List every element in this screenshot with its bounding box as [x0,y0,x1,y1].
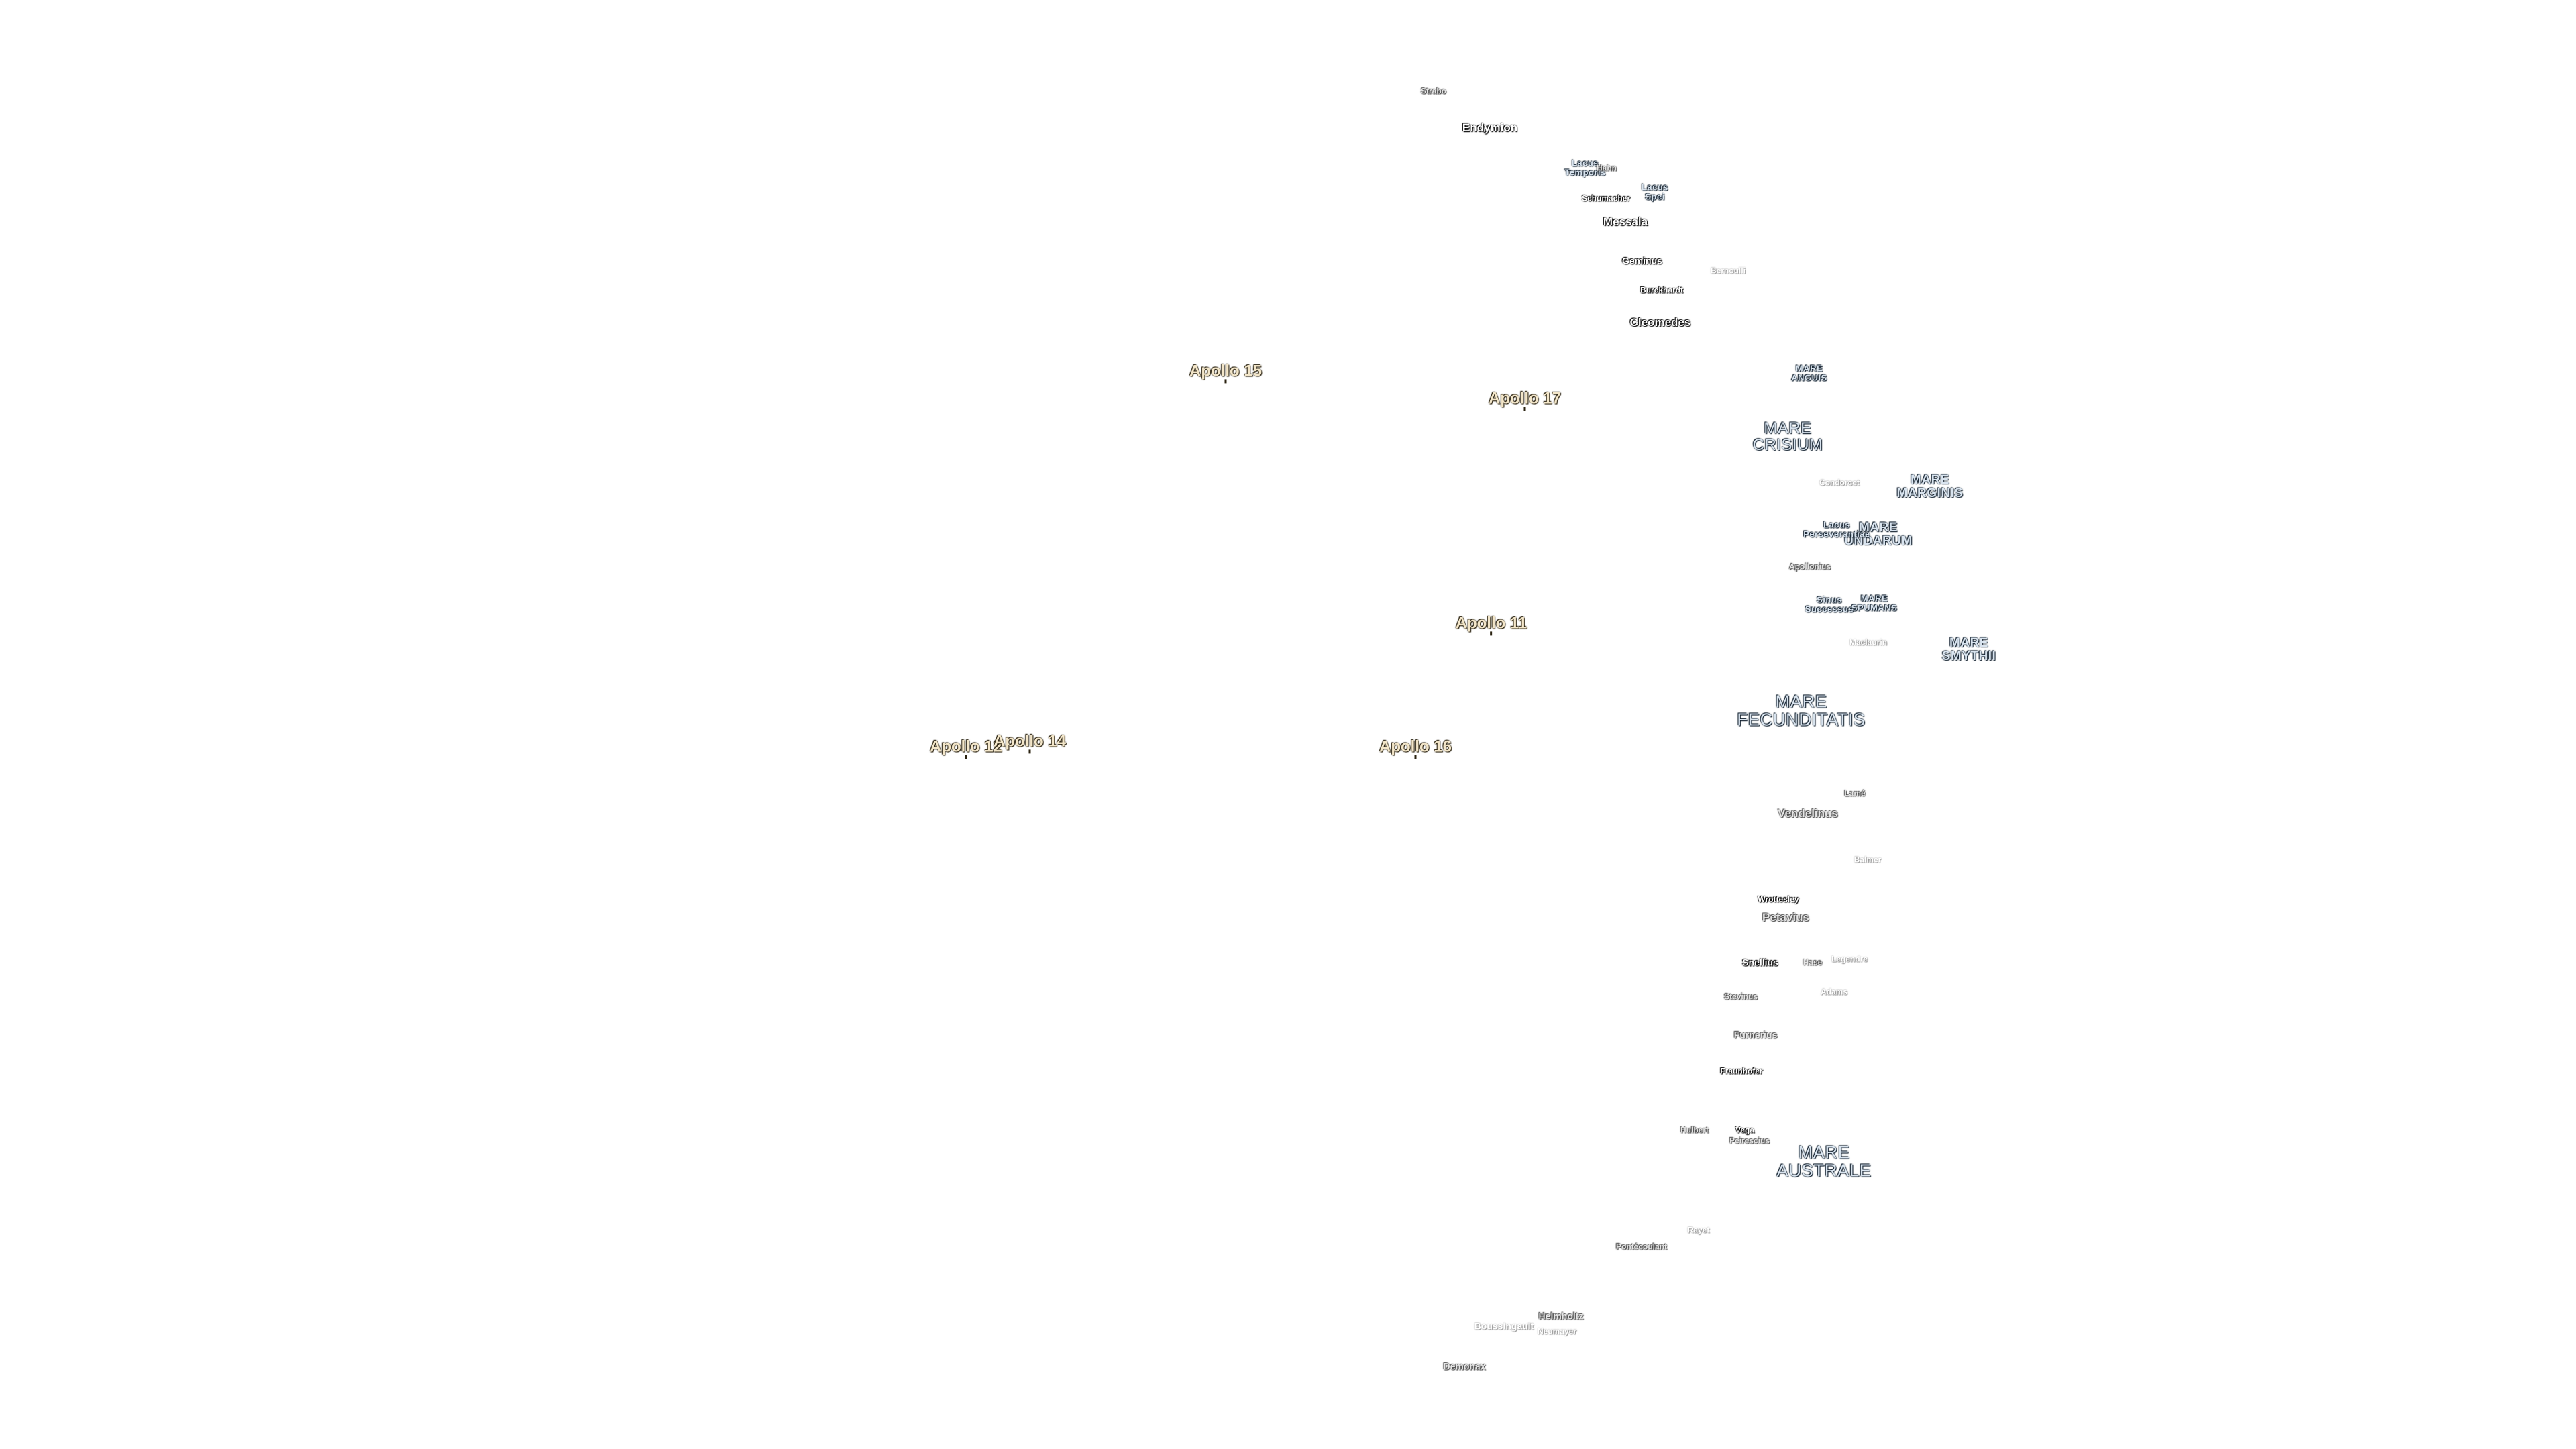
crater-boussingault-label[interactable]: Boussingault [1474,1320,1534,1332]
crater-legendre-label[interactable]: Legendre [1831,954,1868,964]
crater-hahn-label[interactable]: Hahn [1597,163,1617,173]
crater-vega-label[interactable]: Vega [1735,1125,1755,1135]
apollo-15-label[interactable]: Apollo 15 [1189,362,1263,380]
crater-petavius-label[interactable]: Petavius [1762,911,1809,924]
crater-bernoulli-label[interactable]: Bernoulli [1710,266,1746,276]
crater-rayet-label[interactable]: Rayet [1687,1225,1710,1235]
mare-smythii-label[interactable]: MARE SMYTHII [1941,636,1996,663]
sinus-successus-label[interactable]: Sinus Successus [1805,594,1854,614]
crater-lame-label[interactable]: Lamé [1844,788,1866,798]
crater-wrottesley-label[interactable]: Wrottesley [1758,894,1799,904]
mare-fecunditatis-label[interactable]: MARE FECUNDITATIS [1737,691,1866,730]
crater-demonax-label[interactable]: Demonax [1443,1360,1486,1372]
crater-helmholtz-label[interactable]: Helmholtz [1538,1310,1584,1322]
crater-endymion-label[interactable]: Endymion [1462,121,1518,135]
apollo-17-label[interactable]: Apollo 17 [1488,389,1562,408]
crater-schumacher-label[interactable]: Schumacher [1581,193,1631,203]
lacus-temporis-label[interactable]: Lacus Temporis [1564,158,1606,177]
mare-crisium-label[interactable]: MARE CRISIUM [1752,419,1823,454]
lacus-perseverantiae-label[interactable]: Lacus Perseverantiae [1803,519,1870,539]
crater-stevinus-label[interactable]: Stevinus [1723,991,1758,1002]
apollo-12-label[interactable]: Apollo 12 [929,737,1003,756]
crater-fraunhofer-label[interactable]: Fraunhofer [1720,1066,1763,1076]
crater-snellius-label[interactable]: Snellius [1742,957,1778,968]
crater-condorcet-label[interactable]: Condorcet [1819,478,1860,488]
crater-peirescius-label[interactable]: Peirescius [1729,1136,1770,1146]
apollo-11-label[interactable]: Apollo 11 [1455,614,1527,633]
apollo-14-label[interactable]: Apollo 14 [993,732,1067,751]
crater-vendelinus-label[interactable]: Vendelinus [1778,807,1838,820]
crater-hulbert-label[interactable]: Hulbert [1680,1125,1709,1135]
mare-anguis-label[interactable]: MARE ANGUIS [1791,363,1827,382]
crater-hase-label[interactable]: Hase [1803,957,1823,967]
mare-australe-label[interactable]: MARE AUSTRALE [1776,1142,1872,1181]
apollo-16-label[interactable]: Apollo 16 [1379,737,1452,756]
crater-apollonius-label[interactable]: Apollonius [1789,561,1831,572]
crater-neumayer-label[interactable]: Neumayer [1537,1326,1577,1336]
mare-undarum-label[interactable]: MARE UNDARUM [1844,521,1913,548]
lacus-spei-label[interactable]: Lacus Spei [1641,182,1669,201]
crater-balmer-label[interactable]: Balmer [1854,855,1882,865]
crater-messala-label[interactable]: Messala [1603,215,1648,229]
mare-marginis-label[interactable]: MARE MARGINIS [1896,473,1964,500]
crater-strabo-label[interactable]: Strabo [1420,86,1447,96]
crater-furnerius-label[interactable]: Furnerius [1733,1029,1778,1040]
crater-adams-label[interactable]: Adams [1820,987,1848,997]
crater-cleomedes-label[interactable]: Cleomedes [1629,316,1691,329]
crater-maclaurin-label[interactable]: Maclaurin [1849,637,1888,647]
mare-spumans-label[interactable]: MARE SPUMANS [1851,593,1898,612]
crater-burckhardt-label[interactable]: Burckhardt [1640,285,1684,295]
crater-geminus-label[interactable]: Geminus [1622,255,1662,266]
crater-pontecoulant-label[interactable]: Pontécoulant [1615,1242,1668,1252]
